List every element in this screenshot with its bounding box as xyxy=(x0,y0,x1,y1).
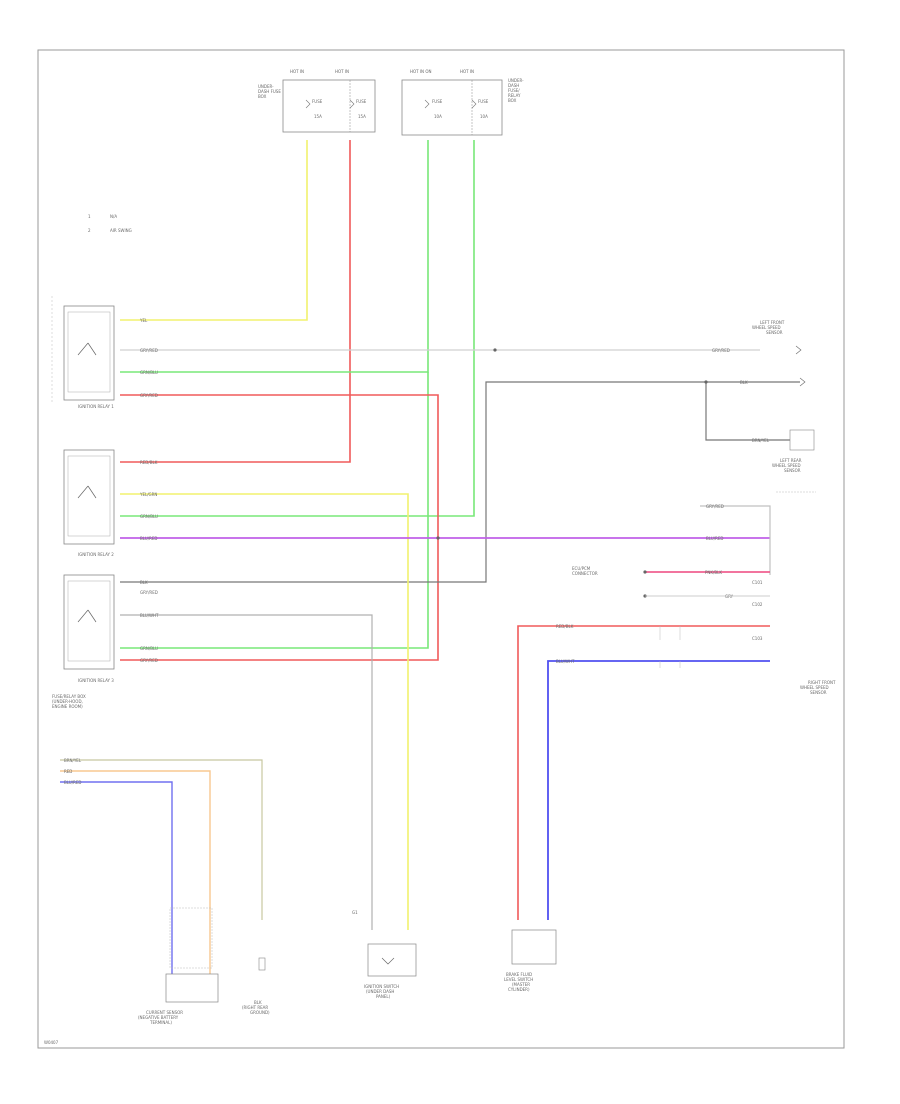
fuse-left-2-name: FUSE xyxy=(356,99,367,104)
page-code: W0407 xyxy=(44,1040,59,1045)
label-relay3-e: GRY/RED xyxy=(140,658,158,663)
fuse-left-1-name: FUSE xyxy=(312,99,323,104)
ignition-relay-3-label: IGNITION RELAY 3 xyxy=(78,678,114,683)
legend-mark-1: 1 xyxy=(88,214,91,219)
legend: 1 N/A 2 AIR SWING xyxy=(88,214,132,233)
label-sensor-red: RED xyxy=(64,769,72,774)
label-right-top: GRY/RED xyxy=(712,348,730,353)
wire-black-branch xyxy=(705,382,790,441)
ignition-relay-1: IGNITION RELAY 1 xyxy=(51,296,115,409)
fuse-right-2-name: FUSE xyxy=(478,99,489,104)
legend-text-1: N/A xyxy=(110,214,117,219)
tag-c101: C101 xyxy=(752,580,763,585)
label-relay2-d: BLU/RED xyxy=(140,536,157,541)
label-relay1-d: GRY/RED xyxy=(140,393,158,398)
tag-c103: C103 xyxy=(752,636,763,641)
tag-g1: G1 xyxy=(352,910,358,915)
relay-box-label: FUSE/RELAY BOX(UNDER-HOOD,ENGINE ROOM) xyxy=(52,694,86,709)
ignition-relay-2-label: IGNITION RELAY 2 xyxy=(78,552,114,557)
wire-black-relay3 xyxy=(120,381,800,583)
label-relay2-a: RED/BLK xyxy=(140,460,158,465)
label-right-pnk: PNK/BLK xyxy=(705,570,722,575)
fuse-box-left-title-a: HOT IN xyxy=(290,69,304,74)
label-right-brn: BRN/YEL xyxy=(752,438,770,443)
wire-blue-bottom xyxy=(547,660,770,920)
fuse-left-1-amps: 15A xyxy=(314,114,322,119)
wire-orange-sensor xyxy=(60,770,211,980)
legend-mark-2: 2 xyxy=(88,228,91,233)
fuse-box-right-title-b: HOT IN xyxy=(460,69,474,74)
wire-green-main xyxy=(120,140,429,373)
diagram-frame xyxy=(37,49,845,1049)
label-relay1-b: GRY/RED xyxy=(140,348,158,353)
fuse-right-1-amps: 10A xyxy=(434,114,442,119)
label-relay1-c: GRN/BLU xyxy=(140,370,158,375)
fuse-left-2-amps: 15A xyxy=(358,114,366,119)
label-right-gry2: GRY xyxy=(725,594,734,599)
label-relay2-b: YEL/GRN xyxy=(139,492,157,497)
label-relay3-c: BLU/WHT xyxy=(140,613,159,618)
label-right-blk: BLK xyxy=(740,380,748,385)
wire-gray-ignsw xyxy=(120,614,373,930)
label-right-blu: BLU/RED xyxy=(706,536,723,541)
bottom-left-sensor: BRN/YEL RED BLU/RED CURRENT SENSOR(NEGAT… xyxy=(64,758,219,1025)
wire-red-bottom xyxy=(517,625,770,920)
wire-gray-right xyxy=(700,505,771,575)
wire-red-relay2 xyxy=(120,140,351,463)
label-sensor-brnyel: BRN/YEL xyxy=(64,758,82,763)
label-relay3-b: GRY/RED xyxy=(140,590,158,595)
label-relay3-a: BLK xyxy=(140,580,148,585)
wire-red-loop xyxy=(120,394,439,661)
fuse-right-2-amps: 10A xyxy=(480,114,488,119)
wire-blue-sensor xyxy=(60,781,173,980)
wire-yellow-relay1 xyxy=(120,140,308,321)
wire-green-relay3 xyxy=(120,372,429,649)
label-right-gry: GRY/RED xyxy=(706,504,724,509)
fuse-right-1-name: FUSE xyxy=(432,99,443,104)
fuse-box-right-title-a: HOT IN ON xyxy=(410,69,431,74)
ignition-relay-1-label: IGNITION RELAY 1 xyxy=(78,404,114,409)
label-relay2-c: GRN/BLU xyxy=(140,514,158,519)
legend-text-2: AIR SWING xyxy=(110,228,132,233)
label-relay3-d: GRN/BLU xyxy=(140,646,158,651)
fuse-box-left-title-b: HOT IN xyxy=(335,69,349,74)
black-line-connector: BLK xyxy=(704,377,806,387)
label-bottom-red: RED/BLK xyxy=(556,624,574,629)
wire-gray-sensor xyxy=(60,759,263,920)
ignition-relay-2: IGNITION RELAY 2 xyxy=(63,449,115,557)
wire-yellow-ignsw xyxy=(120,493,409,930)
tag-c102: C102 xyxy=(752,602,763,607)
ignition-relay-3: IGNITION RELAY 3 xyxy=(63,574,115,683)
label-relay1-a: YEL xyxy=(139,318,148,323)
label-bottom-blu: BLU/WHT xyxy=(556,659,575,664)
label-sensor-blu: BLU/RED xyxy=(64,780,81,785)
wire-green-relay2 xyxy=(120,140,475,517)
